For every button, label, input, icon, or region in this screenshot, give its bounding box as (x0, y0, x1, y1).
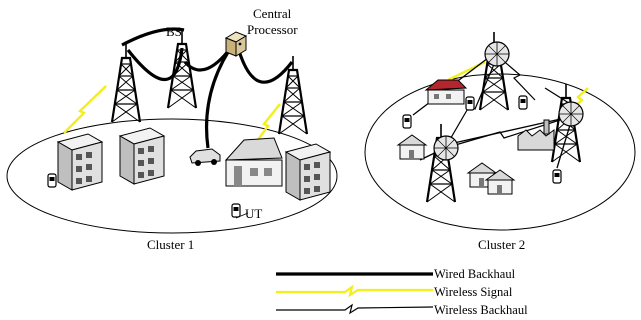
phone-icon (518, 95, 528, 110)
processor-icon (224, 31, 248, 57)
cluster2-ellipse (364, 73, 636, 231)
building-icon (285, 143, 331, 201)
dish-icon (558, 101, 584, 127)
tower-icon (110, 42, 142, 124)
legend-wireless-backhaul-line (276, 303, 434, 315)
factory-icon (517, 119, 555, 151)
central-processor-label-line2: Processor (247, 22, 298, 37)
cluster1-ellipse (6, 118, 338, 234)
phone-icon (47, 173, 57, 188)
cluster2-label: Cluster 2 (478, 237, 525, 252)
phone-icon (402, 114, 412, 129)
central-processor-label-line1: Central (253, 6, 292, 21)
legend-wireless-backhaul-label: Wireless Backhaul (434, 303, 528, 317)
legend-wired-label: Wired Backhaul (434, 267, 516, 281)
bs-label: BS (166, 24, 182, 39)
phone-icon (465, 96, 475, 111)
house-icon (224, 137, 283, 187)
car-icon (189, 148, 221, 166)
legend: Wired Backhaul Wireless Signal Wireless … (276, 267, 528, 317)
ut-label: UT (245, 206, 262, 221)
building-icon (57, 133, 103, 191)
phone-icon (231, 203, 241, 218)
signal-bs1-building (63, 85, 107, 134)
dish-icon (433, 135, 459, 161)
signal-bs3-house (251, 103, 281, 149)
phone-icon (552, 169, 562, 184)
ut-pointer (235, 212, 249, 219)
tower-icon (425, 122, 457, 204)
building-icon (119, 127, 165, 185)
legend-signal-line (276, 284, 433, 298)
legend-signal-label: Wireless Signal (434, 285, 513, 299)
dish-icon (484, 41, 510, 67)
cluster1-label: Cluster 1 (147, 237, 194, 252)
tower-icon (277, 54, 309, 136)
house-icon (397, 134, 427, 160)
house-icon (424, 79, 468, 105)
